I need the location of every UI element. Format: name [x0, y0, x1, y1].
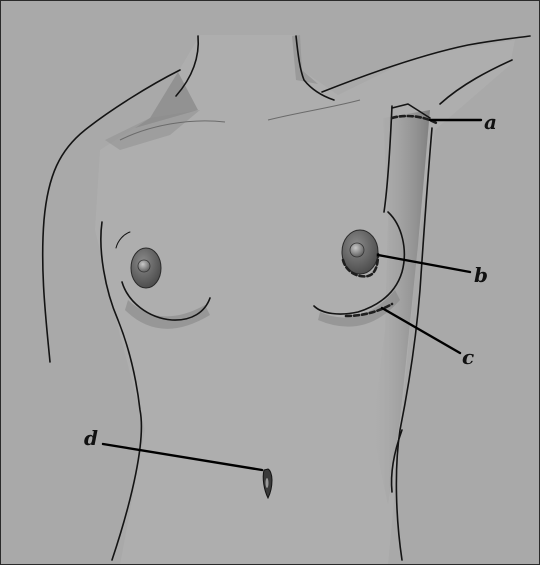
navel-highlight [266, 478, 269, 488]
callout-label-a: a [484, 112, 497, 132]
left-areola-group [131, 248, 161, 288]
right-nipple [350, 243, 364, 257]
callout-label-d: d [84, 428, 98, 448]
left-nipple [138, 260, 150, 272]
callout-label-b: b [474, 265, 488, 285]
callout-label-c: c [462, 347, 474, 367]
